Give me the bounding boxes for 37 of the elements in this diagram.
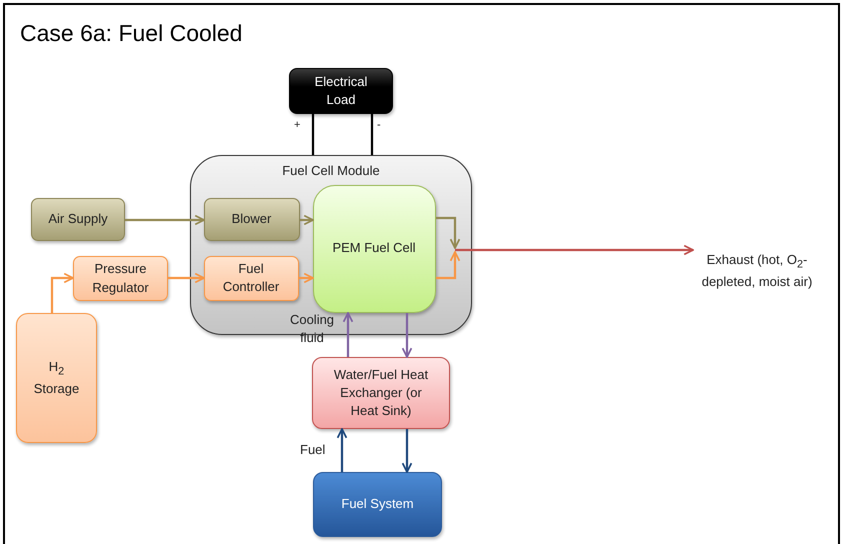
node-text: Fuel System xyxy=(341,495,414,514)
node-text: Electrical Load xyxy=(314,72,368,109)
node-text: H$_{2}$ Storage xyxy=(33,358,80,398)
arrow xyxy=(336,428,348,472)
arrow xyxy=(299,272,314,284)
arrow xyxy=(300,214,314,226)
edge-label: - xyxy=(377,118,381,133)
node-text: Pressure Regulator xyxy=(91,260,150,297)
process-box xyxy=(73,256,168,301)
process-box xyxy=(31,198,125,241)
fuel-cell-box xyxy=(312,184,436,312)
arrow xyxy=(342,312,354,357)
arrow xyxy=(402,313,412,358)
wire xyxy=(370,114,374,155)
edge-label: Fuel xyxy=(300,440,326,458)
storage-box xyxy=(16,313,97,443)
node-text: Fuel Controller xyxy=(222,260,280,296)
arrow xyxy=(168,272,205,284)
process-box xyxy=(204,256,298,300)
process-box xyxy=(204,198,300,240)
diagram-title: Case 6a: Fuel Cooled xyxy=(20,20,242,47)
process-box xyxy=(312,357,450,429)
process-box xyxy=(313,472,442,537)
load-box xyxy=(289,68,393,114)
edge-label: Cooling fluid xyxy=(288,311,336,348)
node-text: Exhaust (hot, O$_{2}$-depleted, moist air) xyxy=(701,251,813,291)
arrow xyxy=(50,272,74,313)
arrow xyxy=(125,214,205,226)
edge-label: + xyxy=(294,118,300,133)
wire xyxy=(312,114,314,155)
node-text: Water/Fuel Heat Exchanger (or Heat Sink) xyxy=(332,366,430,420)
arrow xyxy=(436,216,694,280)
node-text: PEM Fuel Cell xyxy=(332,239,416,258)
node-text: Blower xyxy=(232,210,272,228)
arrow xyxy=(402,429,412,473)
node-text: Air Supply xyxy=(48,210,108,228)
container-title: Fuel Cell Module xyxy=(282,162,380,180)
